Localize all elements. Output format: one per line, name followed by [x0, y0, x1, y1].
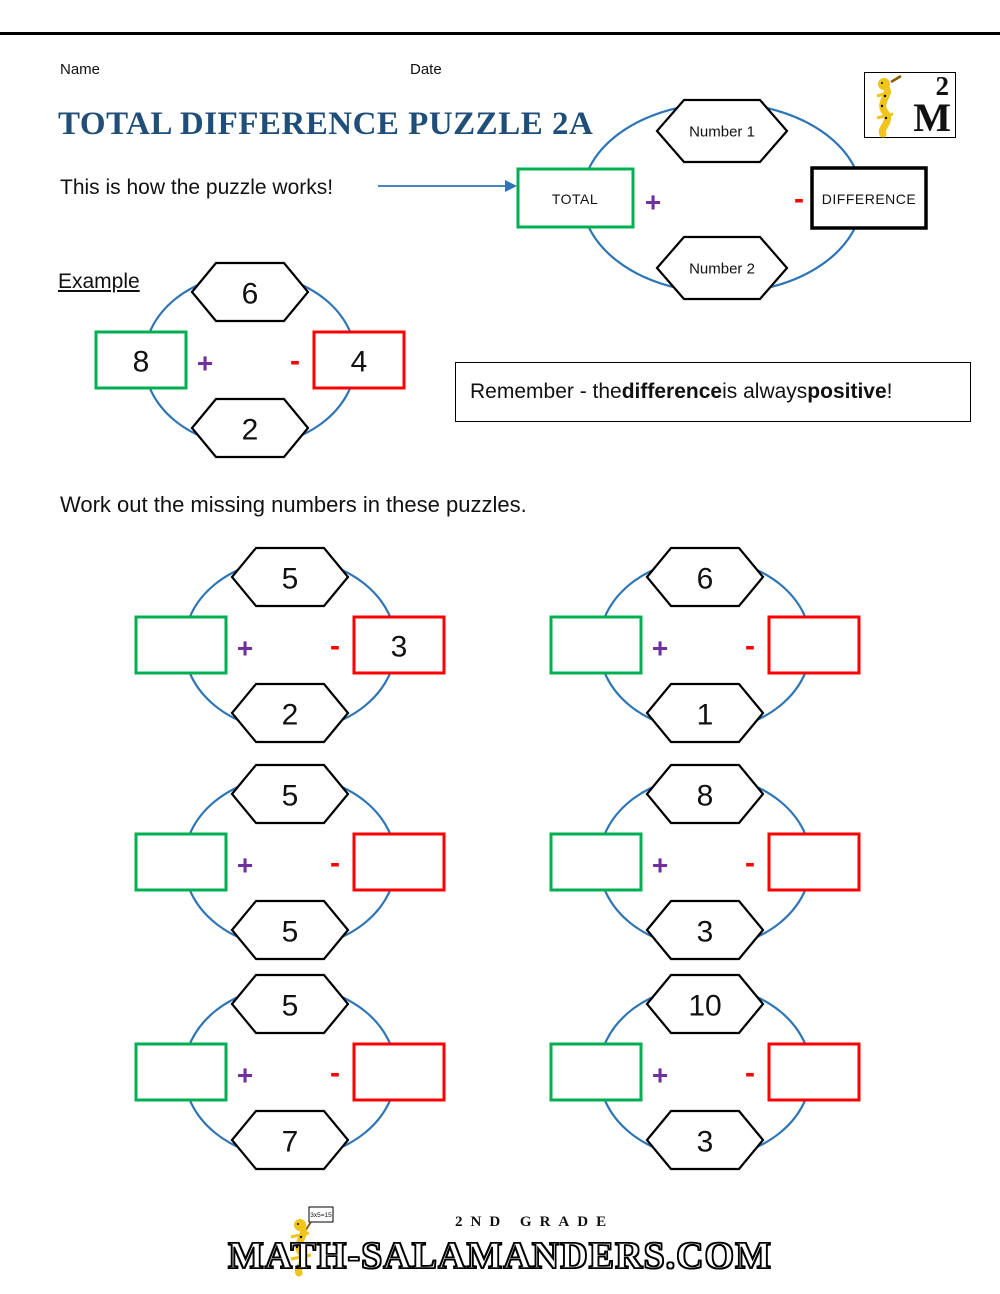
number1-hexagon: [230, 546, 350, 608]
plus-sign: +: [237, 850, 253, 881]
number1-value: 5: [282, 990, 299, 1023]
remember-note: Remember - the difference is always posi…: [455, 362, 971, 422]
plus-sign: +: [645, 187, 661, 218]
total-value: 8: [133, 346, 150, 379]
logo-letter-m: M: [913, 95, 951, 140]
total-answer-box[interactable]: [549, 1042, 643, 1102]
total-answer-box[interactable]: [134, 615, 228, 675]
difference-answer-box[interactable]: [767, 1042, 861, 1102]
number2-label: Number 2: [689, 261, 755, 278]
footer-salamander-icon: 3x5=15: [290, 1206, 334, 1277]
difference-box: [810, 166, 928, 230]
number1-hexagon: [230, 973, 350, 1035]
number1-hexagon: [645, 763, 765, 825]
number2-value: 7: [282, 1126, 299, 1159]
number2-value: 2: [242, 414, 259, 447]
difference-label: DIFFERENCE: [822, 191, 916, 207]
number1-value: 6: [242, 278, 259, 311]
remember-text-1: Remember - the: [470, 380, 622, 403]
minus-sign: -: [745, 847, 755, 880]
number1-value: 5: [282, 780, 299, 813]
number2-hexagon: [230, 899, 350, 961]
top-border-line: [0, 32, 1000, 35]
date-label: Date: [410, 61, 442, 78]
plus-sign: +: [652, 633, 668, 664]
number2-value: 1: [697, 699, 714, 732]
instruction-text: Work out the missing numbers in these pu…: [60, 492, 527, 517]
plus-sign: +: [237, 1060, 253, 1091]
number2-value: 5: [282, 916, 299, 949]
number2-hexagon: [645, 1109, 765, 1171]
number1-value: 10: [688, 990, 721, 1023]
difference-answer-box[interactable]: [767, 615, 861, 675]
footer-site-text: MATH-SALAMANDERS.COM: [227, 1234, 772, 1278]
salamander-logo-icon: [876, 74, 902, 138]
number2-hexagon: [230, 1109, 350, 1171]
number1-value: 6: [697, 563, 714, 596]
intro-text: This is how the puzzle works!: [60, 176, 334, 199]
number1-hexagon: [655, 98, 789, 164]
total-box: [516, 167, 635, 229]
minus-sign: -: [330, 1057, 340, 1090]
puzzle-2: 6 1 + -: [549, 546, 861, 744]
puzzle-1: 5 2 3 + -: [134, 546, 446, 744]
publisher-logo: 2 M: [864, 71, 956, 140]
remember-text-2: is always: [722, 380, 808, 403]
difference-box: [352, 615, 446, 675]
puzzle-6: 10 3 + -: [549, 973, 861, 1171]
remember-bold-positive: positive: [807, 380, 887, 403]
total-answer-box[interactable]: [134, 1042, 228, 1102]
example-label: Example: [58, 270, 140, 293]
footer-grade-text: 2ND GRADE: [455, 1214, 615, 1230]
number2-hexagon: [230, 682, 350, 744]
page-title: TOTAL DIFFERENCE PUZZLE 2A: [58, 106, 594, 142]
minus-sign: -: [745, 1057, 755, 1090]
number2-hexagon: [645, 899, 765, 961]
logo-number: 2: [935, 71, 950, 101]
footer-sign-text: 3x5=15: [310, 1212, 332, 1219]
puzzle-4: 8 3 + -: [549, 763, 861, 961]
minus-sign: -: [794, 183, 804, 216]
example-puzzle: 6 2 8 4 + -: [94, 261, 406, 459]
number2-hexagon: [190, 397, 310, 459]
plus-sign: +: [197, 348, 213, 379]
minus-sign: -: [745, 630, 755, 663]
how-it-works-diagram: Number 1 Number 2 TOTAL DIFFERENCE + -: [516, 98, 928, 301]
total-box: [94, 330, 188, 390]
minus-sign: -: [330, 630, 340, 663]
difference-value: 3: [391, 631, 408, 664]
pointer-arrow-icon: [378, 180, 517, 192]
remember-text-3: !: [886, 380, 893, 403]
total-label: TOTAL: [552, 191, 598, 207]
plus-sign: +: [652, 1060, 668, 1091]
total-answer-box[interactable]: [134, 832, 228, 892]
number2-value: 3: [697, 916, 714, 949]
number2-value: 2: [282, 699, 299, 732]
number2-hexagon: [655, 235, 789, 301]
number1-hexagon: [645, 973, 765, 1035]
number2-value: 3: [697, 1126, 714, 1159]
number2-hexagon: [645, 682, 765, 744]
plus-sign: +: [652, 850, 668, 881]
number1-label: Number 1: [689, 124, 755, 141]
difference-box: [312, 330, 406, 390]
difference-value: 4: [351, 346, 368, 379]
puzzle-3: 5 5 + -: [134, 763, 446, 961]
minus-sign: -: [290, 345, 300, 378]
remember-bold-difference: difference: [621, 380, 723, 403]
number1-value: 8: [697, 780, 714, 813]
name-label: Name: [60, 61, 101, 78]
minus-sign: -: [330, 847, 340, 880]
puzzle-5: 5 7 + -: [134, 973, 446, 1171]
difference-answer-box[interactable]: [352, 1042, 446, 1102]
number1-value: 5: [282, 563, 299, 596]
difference-answer-box[interactable]: [767, 832, 861, 892]
number1-hexagon: [645, 546, 765, 608]
total-answer-box[interactable]: [549, 615, 643, 675]
number1-hexagon: [190, 261, 310, 323]
difference-answer-box[interactable]: [352, 832, 446, 892]
number1-hexagon: [230, 763, 350, 825]
plus-sign: +: [237, 633, 253, 664]
total-answer-box[interactable]: [549, 832, 643, 892]
